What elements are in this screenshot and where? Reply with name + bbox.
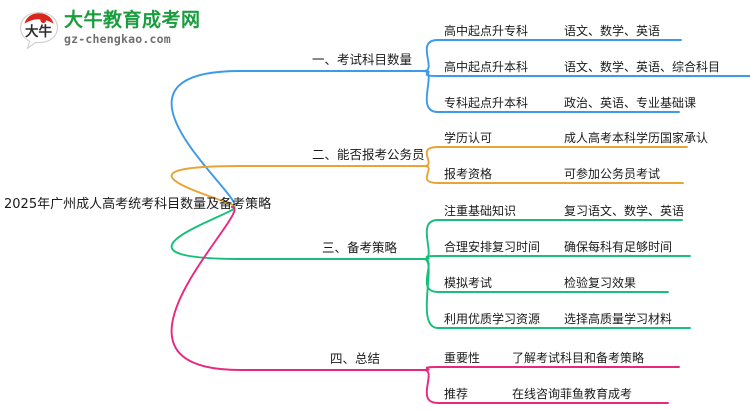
mindmap-leaf-node[interactable]: 高中起点升本科 语文、数学、英语、综合科目 — [444, 59, 750, 75]
leaf-description: 在线咨询菲鱼教育成考 — [512, 387, 633, 401]
leaf-title: 高中起点升专科 — [444, 24, 529, 38]
leaf-description: 检验复习效果 — [564, 276, 637, 290]
leaf-description: 确保每科有足够时间 — [564, 240, 673, 254]
leaf-title: 注重基础知识 — [444, 204, 517, 218]
leaf-title: 高中起点升本科 — [444, 60, 529, 74]
svg-text:大牛: 大牛 — [25, 23, 52, 40]
mindmap-leaf-node[interactable]: 利用优质学习资源 选择高质量学习材料 — [444, 311, 690, 327]
mindmap-leaf-node[interactable]: 推荐 在线咨询菲鱼教育成考 — [444, 386, 668, 402]
mindmap-leaf-node[interactable]: 专科起点升本科 政治、英语、专业基础课 — [444, 95, 696, 111]
site-logo: 大牛 大牛教育成考网 gz-chengkao.com — [18, 8, 228, 54]
mindmap-leaf-node[interactable]: 合理安排复习时间 确保每科有足够时间 — [444, 239, 690, 255]
mindmap-root-label: 2025年广州成人高考统考科目数量及备考策略 — [4, 197, 272, 212]
leaf-title: 专科起点升本科 — [444, 96, 529, 110]
leaf-title: 报考资格 — [444, 167, 493, 181]
leaf-title: 模拟考试 — [444, 276, 493, 290]
branch-label-text: 一、考试科目数量 — [312, 52, 413, 67]
mindmap-leaf-node[interactable]: 学历认可 成人高考本科学历国家承认 — [444, 130, 708, 146]
leaf-description: 政治、英语、专业基础课 — [564, 96, 697, 110]
mindmap-leaf-node[interactable]: 高中起点升专科 语文、数学、英语 — [444, 23, 681, 39]
leaf-title: 推荐 — [444, 387, 469, 401]
mindmap-leaf-node[interactable]: 重要性 了解考试科目和备考策略 — [444, 350, 679, 366]
leaf-title: 合理安排复习时间 — [444, 240, 541, 254]
mindmap-root-node[interactable]: 2025年广州成人高考统考科目数量及备考策略 — [4, 196, 271, 214]
mindmap-leaf-node[interactable]: 注重基础知识 复习语文、数学、英语 — [444, 203, 685, 219]
logo-chinese-name: 大牛教育成考网 — [64, 9, 201, 31]
logo-domain: gz-chengkao.com — [64, 32, 171, 46]
leaf-description: 复习语文、数学、英语 — [564, 204, 685, 218]
mindmap-leaf-node[interactable]: 模拟考试 检验复习效果 — [444, 275, 668, 291]
leaf-description: 语文、数学、英语、综合科目 — [564, 60, 721, 74]
leaf-description: 选择高质量学习材料 — [564, 312, 673, 326]
mindmap-branch-label-1[interactable]: 一、考试科目数量 — [312, 52, 412, 68]
leaf-title: 重要性 — [444, 351, 481, 365]
branch-label-text: 二、能否报考公务员 — [312, 147, 425, 162]
leaf-description: 可参加公务员考试 — [564, 167, 661, 181]
mindmap-branch-label-2[interactable]: 二、能否报考公务员 — [312, 147, 425, 163]
leaf-description: 语文、数学、英语 — [564, 24, 661, 38]
daniu-speech-bubble-logo-icon: 大牛 — [18, 10, 60, 50]
mindmap-branch-label-3[interactable]: 三、备考策略 — [322, 240, 397, 256]
mindmap-leaf-node[interactable]: 报考资格 可参加公务员考试 — [444, 166, 683, 182]
mindmap-branch-label-4[interactable]: 四、总结 — [330, 351, 380, 367]
leaf-description: 成人高考本科学历国家承认 — [564, 131, 709, 145]
leaf-title: 学历认可 — [444, 131, 493, 145]
branch-label-text: 三、备考策略 — [322, 240, 398, 255]
leaf-description: 了解考试科目和备考策略 — [512, 351, 645, 365]
leaf-title: 利用优质学习资源 — [444, 312, 541, 326]
logo-wordmark: 大牛教育成考网 gz-chengkao.com — [64, 9, 201, 46]
branch-label-text: 四、总结 — [330, 351, 381, 366]
